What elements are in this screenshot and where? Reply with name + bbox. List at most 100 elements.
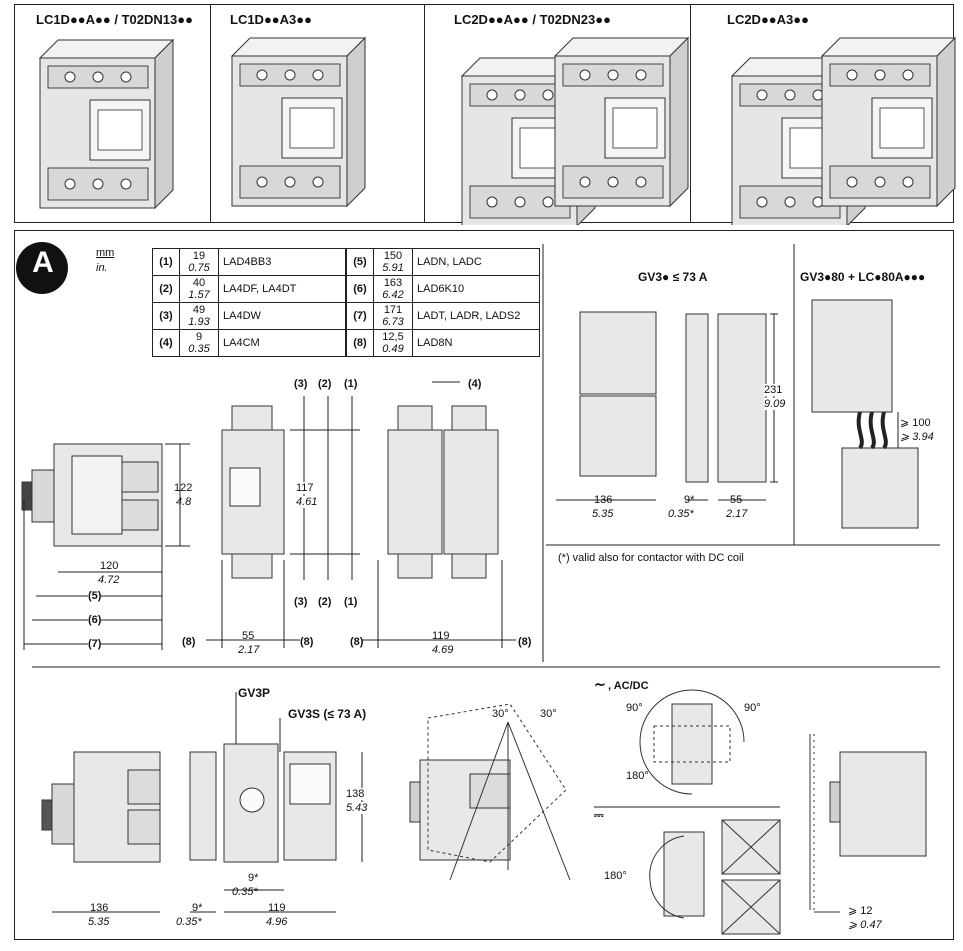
bottom-w3-mm: 9* <box>248 872 259 884</box>
gv3-w2-mm: 9* <box>684 494 695 506</box>
front-single-c2-top: (2) <box>318 378 332 390</box>
wall-gap-in: ⩾ 0.47 <box>848 919 882 931</box>
ref-num: (4) <box>152 329 180 357</box>
dc-rotation-diagram <box>649 831 705 919</box>
ref-in: 6.42 <box>382 289 404 301</box>
front-single-height-mm: 117 <box>296 482 314 494</box>
front-single-c1-bottom: (1) <box>344 596 358 608</box>
wall-clearance <box>809 734 927 913</box>
side-height-mm: 122 <box>174 482 193 494</box>
gv3-w1-in: 5.35 <box>592 508 614 520</box>
gv380-title: GV3●80 + LC●80A●●● <box>800 270 926 284</box>
unit-in: in. <box>96 262 108 274</box>
front-single-c3-bottom: (3) <box>294 596 308 608</box>
bottom-w2-in: 0.35* <box>176 916 202 928</box>
front-single-width-in: 2.17 <box>238 644 260 656</box>
section-a-border <box>14 230 954 940</box>
side-view-contactor <box>21 443 163 547</box>
wall-gap-mm: ⩾ 12 <box>848 905 873 917</box>
top-panel-label-3: LC2D●●A●● / T02DN23●● <box>454 12 611 27</box>
section-badge-letter: A <box>32 246 54 279</box>
gv380-gap-in: ⩾ 3.94 <box>900 431 934 443</box>
bottom-left-side-view <box>41 751 161 863</box>
front-double-contactor <box>387 405 499 579</box>
rotation-diagram <box>639 689 745 795</box>
bottom-gv3p-label: GV3P <box>238 686 271 700</box>
top-panel-divider-1 <box>210 4 211 223</box>
unit-mm: mm <box>96 247 115 259</box>
gv380-assembly <box>811 299 919 529</box>
gv3-assembly <box>579 311 767 483</box>
front-single-c1-top: (1) <box>344 378 358 390</box>
tilt-guides <box>427 703 571 881</box>
front-single-width-mm: 55 <box>242 630 255 642</box>
section-badge <box>16 242 68 294</box>
ref-mm: 163 <box>383 277 403 289</box>
front-single-r8: (8) <box>300 636 314 648</box>
ref-in: 0.75 <box>188 262 210 274</box>
ref-code: LA4DW <box>218 302 346 330</box>
ref-mm: 150 <box>383 250 403 262</box>
ref-num: (2) <box>152 275 180 303</box>
ref-code: LAD6K10 <box>412 275 540 303</box>
forbidden-positions <box>721 819 781 935</box>
bottom-height-in: 5.43 <box>346 802 368 814</box>
front-single-height-in: 4.61 <box>296 496 318 508</box>
ref-mm: 49 <box>192 304 206 316</box>
ref-in: 5.91 <box>382 262 404 274</box>
bottom-w4-mm: 119 <box>268 902 286 914</box>
ref-num: (3) <box>152 302 180 330</box>
ref-in: 6.73 <box>382 316 404 328</box>
tilt-right-angle: 30° <box>540 708 557 720</box>
ref-code: LA4DF, LA4DT <box>218 275 346 303</box>
gv3-w1-mm: 136 <box>594 494 613 506</box>
bottom-w2-mm: 9* <box>192 902 203 914</box>
gv3-w3-mm: 55 <box>730 494 743 506</box>
side-dim-7: (7) <box>88 638 102 650</box>
ref-in: 0.35 <box>188 343 210 355</box>
bottom-w4-in: 4.96 <box>266 916 288 928</box>
side-width-mm: 120 <box>100 560 119 572</box>
ref-mm: 9 <box>195 331 203 343</box>
front-single-c2-bottom: (2) <box>318 596 332 608</box>
top-panel-divider-3 <box>690 4 691 223</box>
gv380-gap-mm: ⩾ 100 <box>900 417 931 429</box>
ref-in: 1.93 <box>188 316 210 328</box>
top-panel-label-4: LC2D●●A3●● <box>727 12 809 27</box>
side-dim-6: (6) <box>88 614 102 626</box>
tilt-diagram <box>409 759 511 861</box>
gv3-height-in: 9.09 <box>764 398 786 410</box>
front-single-contactor <box>221 405 285 579</box>
side-view-dimensions <box>23 443 190 650</box>
gv3-footnote: (*) valid also for contactor with DC coi… <box>558 552 744 564</box>
bottom-gv3s-label: GV3S (≤ 73 A) <box>288 707 367 721</box>
rot-bottom-angle: 180° <box>626 770 649 782</box>
gv3-height-mm: 231 <box>764 384 783 396</box>
ref-in: 1.57 <box>188 289 210 301</box>
bottom-w3-in: 0.35* <box>232 886 258 898</box>
top-panel-label-2: LC1D●●A3●● <box>230 12 312 27</box>
front-single-l8: (8) <box>182 636 196 648</box>
bottom-height-mm: 138 <box>346 788 365 800</box>
front-double-width-mm: 119 <box>432 630 450 642</box>
bottom-left-gv3-front <box>189 743 337 863</box>
ref-code: LADN, LADC <box>412 248 540 276</box>
dc-symbol-icon: ⎓ <box>594 808 604 822</box>
rot-right-angle: 90° <box>744 702 761 714</box>
ref-mm: 12,5 <box>382 331 404 343</box>
rot-left-angle: 90° <box>626 702 643 714</box>
bottom-w1-mm: 136 <box>90 902 109 914</box>
acdc-label: , AC/DC <box>608 680 649 692</box>
tilt-left-angle: 30° <box>492 708 509 720</box>
front-double-l8: (8) <box>350 636 364 648</box>
top-panel-divider-2 <box>424 4 425 223</box>
